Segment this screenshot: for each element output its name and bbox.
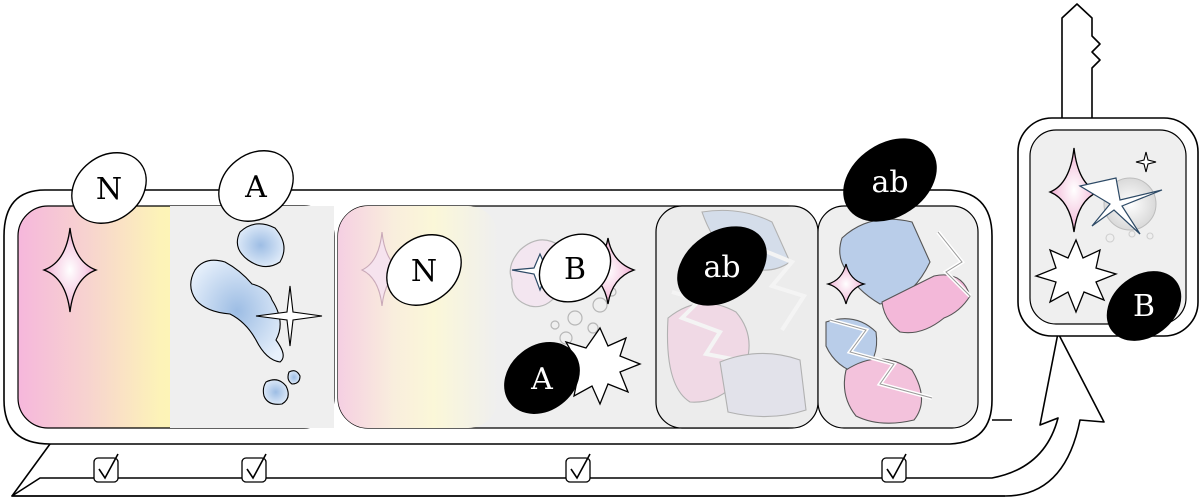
token-label: B xyxy=(1133,289,1155,324)
token-a-first: A xyxy=(218,150,294,222)
token-ab-top: ab xyxy=(843,138,937,222)
token-label: N xyxy=(411,254,437,289)
checkbox-row xyxy=(93,453,907,483)
panel-fourth xyxy=(817,205,979,429)
checkbox-icon xyxy=(881,453,907,483)
panel-first xyxy=(17,205,335,429)
token-n-first: N xyxy=(71,152,147,224)
check-mark xyxy=(246,453,267,480)
token-b-key: B xyxy=(1106,271,1182,341)
sparkle-icon xyxy=(42,227,98,313)
sparkle-icon xyxy=(825,263,867,305)
twinkle-icon xyxy=(255,285,323,347)
check-mark xyxy=(886,453,907,480)
token-b-second: B xyxy=(538,233,612,303)
check-mark xyxy=(570,453,591,480)
token-label: A xyxy=(530,362,553,397)
checkbox-icon xyxy=(241,453,267,483)
checkbox-icon xyxy=(565,453,591,483)
token-n-second: N xyxy=(386,234,462,306)
token-a-second: A xyxy=(504,342,580,414)
token-label: ab xyxy=(703,250,740,285)
token-ab-middle: ab xyxy=(677,226,767,306)
blue-sparkle-icon xyxy=(1078,177,1163,235)
twinkle-icon xyxy=(1135,151,1157,173)
check-mark xyxy=(98,453,119,480)
burst-icon xyxy=(1034,238,1118,314)
token-label: B xyxy=(564,252,586,287)
curved-arrow xyxy=(11,332,1105,497)
checkbox-icon xyxy=(93,453,119,483)
water-drops-icon xyxy=(190,223,301,405)
token-label: A xyxy=(244,170,267,205)
token-label: N xyxy=(96,172,122,207)
token-label: ab xyxy=(871,165,908,200)
